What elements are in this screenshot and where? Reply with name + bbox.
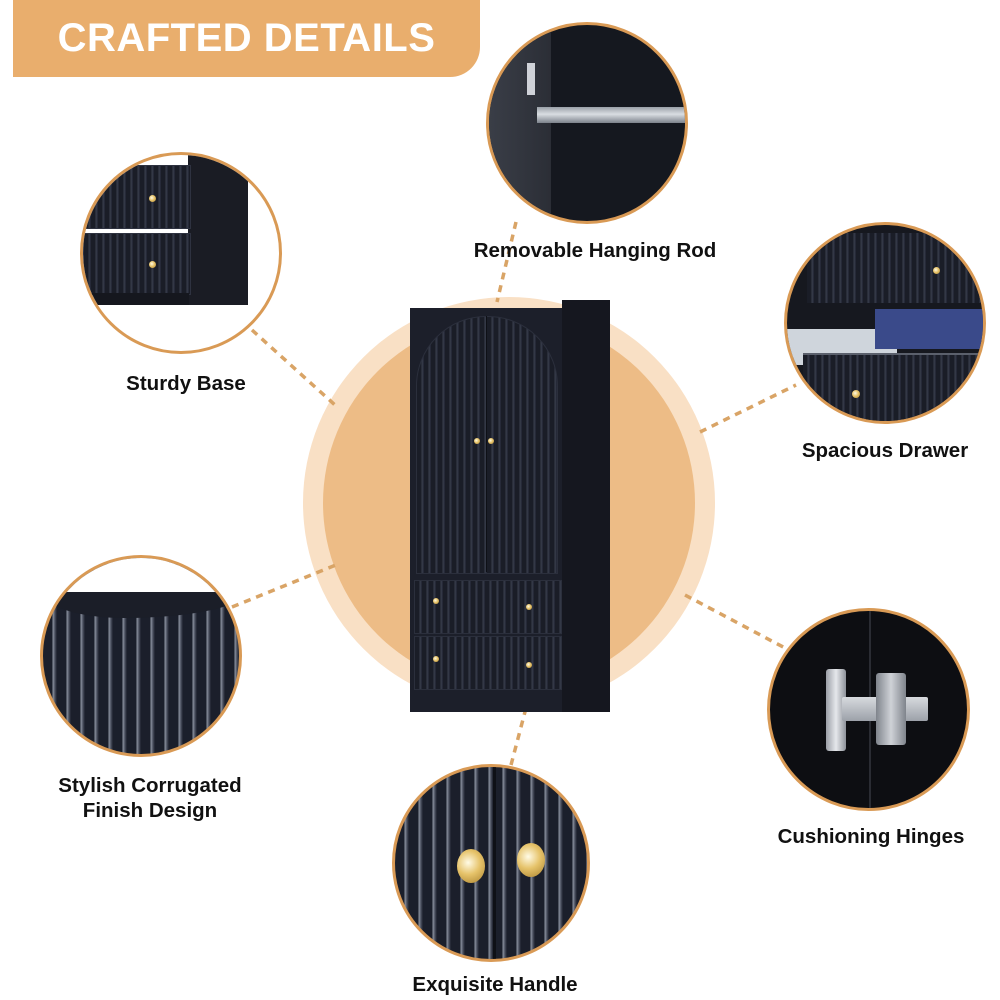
label-sturdy-base: Sturdy Base [126, 372, 246, 395]
door-knob-right [488, 438, 494, 444]
hanging-rod [537, 107, 685, 123]
hinge-plate-icon [826, 669, 846, 751]
base-knob-bottom [149, 261, 156, 268]
finish-top-edge [43, 592, 239, 618]
wardrobe-drawer-1 [414, 580, 562, 634]
label-exquisite-handle: Exquisite Handle [412, 973, 578, 996]
drawer-2-knob-left [433, 656, 439, 662]
hinge-mount-icon [876, 673, 906, 745]
base-plinth [83, 293, 189, 305]
base-side-panel [188, 155, 248, 305]
wardrobe-drawer-2 [414, 636, 562, 690]
folded-towel-blue [875, 309, 983, 349]
drawer-knob-lower [852, 390, 860, 398]
label-corrugated-finish: Stylish Corrugated Finish Design [20, 773, 280, 823]
label-corrugated-line-1: Stylish Corrugated [58, 774, 242, 797]
page-title: CRAFTED DETAILS [57, 16, 436, 60]
connector-exquisite-handle [509, 707, 528, 766]
handle-door-split [493, 767, 496, 959]
label-cushioning-hinges: Cushioning Hinges [777, 825, 965, 848]
rod-interior-left [489, 25, 551, 221]
base-drawer-bottom [83, 233, 191, 295]
header-banner: CRAFTED DETAILS [13, 0, 480, 77]
door-split [486, 316, 487, 572]
detail-circle-spacious-drawer [784, 222, 986, 424]
drawer-open-front [803, 353, 983, 421]
base-knob-top [149, 195, 156, 202]
detail-circle-corrugated-finish [40, 555, 242, 757]
drawer-1-knob-right [526, 604, 532, 610]
connector-cushioning-hinges [684, 593, 786, 650]
detail-circle-cushioning-hinges [767, 608, 970, 811]
base-drawer-top [83, 165, 191, 229]
handle-knob-right [517, 843, 545, 877]
detail-circle-hanging-rod [486, 22, 688, 224]
product-image-wardrobe [410, 300, 610, 712]
drawer-1-knob-left [433, 598, 439, 604]
detail-circle-exquisite-handle [392, 764, 590, 962]
connector-spacious-drawer [699, 383, 797, 434]
detail-circle-sturdy-base [80, 152, 282, 354]
rod-bracket-icon [527, 63, 535, 95]
drawer-closed [807, 233, 983, 303]
label-spacious-drawer: Spacious Drawer [801, 439, 969, 462]
label-corrugated-line-2: Finish Design [82, 799, 218, 822]
drawer-knob-upper [933, 267, 940, 274]
door-knob-left [474, 438, 480, 444]
label-hanging-rod: Removable Hanging Rod [473, 239, 717, 262]
wardrobe-arched-doors [416, 316, 558, 574]
handle-knob-left [457, 849, 485, 883]
wardrobe-side-panel [562, 300, 610, 712]
finish-top-white [43, 558, 239, 592]
drawer-2-knob-right [526, 662, 532, 668]
